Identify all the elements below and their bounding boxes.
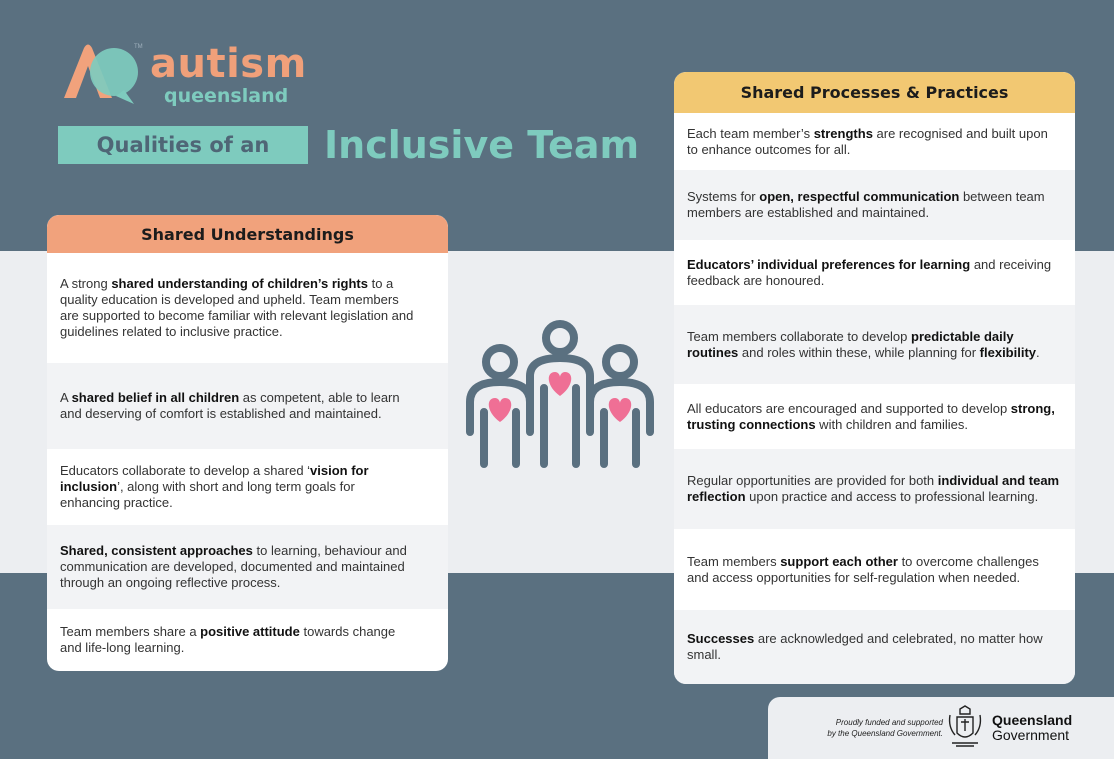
body-text: Educators collaborate to develop a share… xyxy=(60,463,311,478)
body-text: and receiving feedback are honoured. xyxy=(687,256,1052,288)
list-item-text: Systems for open, respectful communicati… xyxy=(687,189,1061,221)
list-item-text: A shared belief in all children as compe… xyxy=(60,390,418,422)
body-text: with children and families. xyxy=(815,416,969,432)
body-text: are recognised and built upon to enhance… xyxy=(687,125,1048,157)
list-item-text: Team members collaborate to develop pred… xyxy=(687,329,1061,361)
list-item-text: Regular opportunities are provided for b… xyxy=(687,473,1061,505)
list-item-text: Educators’ individual preferences for le… xyxy=(687,257,1061,289)
list-item-text: Successes are acknowledged and celebrate… xyxy=(687,631,1061,663)
body-text: are acknowledged and celebrated, no matt… xyxy=(687,631,1043,662)
list-item: Team members collaborate to develop pred… xyxy=(674,305,1075,384)
emphasis-text: flexibility xyxy=(979,344,1037,360)
emphasis-text: strong, trusting connections xyxy=(687,400,1055,432)
body-text: All educators are encouraged and support… xyxy=(687,400,1011,416)
list-item: A strong shared understanding of childre… xyxy=(47,253,448,363)
card-title: Shared Understandings xyxy=(47,215,448,253)
team-figures-icon xyxy=(466,320,654,468)
list-item: Successes are acknowledged and celebrate… xyxy=(674,610,1075,684)
list-item: Team members share a positive attitude t… xyxy=(47,609,448,671)
brand-government: Government xyxy=(992,727,1070,743)
emphasis-text: support each other xyxy=(780,553,898,569)
body-text: Team members collaborate to develop xyxy=(687,328,912,344)
body-text: Systems for xyxy=(687,189,760,204)
list-item-text: Shared, consistent approaches to learnin… xyxy=(60,543,418,591)
item-list: Each team member’s strengths are recogni… xyxy=(674,113,1075,684)
funding-statement: Proudly funded and supported by the Quee… xyxy=(827,718,943,738)
list-item: A shared belief in all children as compe… xyxy=(47,363,448,449)
funding-footer: Proudly funded and supported by the Quee… xyxy=(768,697,1114,759)
card-title: Shared Processes & Practices xyxy=(674,72,1075,113)
logo-word: autism xyxy=(150,41,307,87)
list-item-text: Team members share a positive attitude t… xyxy=(60,624,418,656)
body-text: and roles within these, while planning f… xyxy=(738,344,980,360)
body-text: to learning, behaviour and communication… xyxy=(60,543,407,590)
list-item: Regular opportunities are provided for b… xyxy=(674,449,1075,529)
trademark-mark: TM xyxy=(134,44,143,50)
brand-queensland: Queensland xyxy=(992,712,1073,728)
list-item: Team members support each other to overc… xyxy=(674,529,1075,610)
logo-subword: queensland xyxy=(164,85,289,107)
list-item-text: All educators are encouraged and support… xyxy=(687,401,1061,433)
headline-prefix: Qualities of an xyxy=(58,126,308,164)
emphasis-text: Shared, consistent approaches xyxy=(60,543,253,558)
body-text: A xyxy=(60,390,72,405)
list-item-text: Team members support each other to overc… xyxy=(687,554,1061,586)
list-item: Educators collaborate to develop a share… xyxy=(47,449,448,525)
list-item: All educators are encouraged and support… xyxy=(674,384,1075,449)
list-item: Educators’ individual preferences for le… xyxy=(674,240,1075,305)
emphasis-text: open, respectful communication xyxy=(759,189,960,204)
body-text: between team members are established and… xyxy=(687,189,1045,220)
body-text: to overcome challenges and access opport… xyxy=(687,553,1039,585)
body-text: Regular opportunities are provided for b… xyxy=(687,473,938,488)
list-item-text: Educators collaborate to develop a share… xyxy=(60,463,418,511)
shared-processes-card: Shared Processes & Practices Each team m… xyxy=(674,72,1075,684)
list-item-text: A strong shared understanding of childre… xyxy=(60,276,418,340)
body-text: Team members share a xyxy=(60,624,201,639)
emphasis-text: positive attitude xyxy=(200,624,300,639)
body-text: Team members xyxy=(687,553,781,569)
body-text: towards change and life-long learning. xyxy=(60,624,396,655)
emphasis-text: shared belief in all children xyxy=(71,390,240,405)
autism-queensland-logo: TM autism queensland xyxy=(58,42,318,108)
list-item: Shared, consistent approaches to learnin… xyxy=(47,525,448,609)
emphasis-text: strengths xyxy=(813,125,873,141)
list-item-text: Each team member’s strengths are recogni… xyxy=(687,126,1061,158)
emphasis-text: individual and team reflection xyxy=(687,473,1060,504)
queensland-crest-icon xyxy=(948,705,982,747)
page-title: Inclusive Team xyxy=(324,123,640,167)
emphasis-text: predictable daily routines xyxy=(687,328,1014,360)
emphasis-text: Educators’ individual preferences for le… xyxy=(687,256,971,272)
body-text: upon practice and access to professional… xyxy=(745,489,1039,504)
body-text: A strong xyxy=(60,276,112,291)
list-item: Each team member’s strengths are recogni… xyxy=(674,113,1075,170)
body-text: . xyxy=(1036,344,1040,360)
emphasis-text: shared understanding of children’s right… xyxy=(111,276,368,291)
logo-mark-icon xyxy=(64,44,138,104)
body-text: to a quality education is developed and … xyxy=(60,276,414,339)
item-list: A strong shared understanding of childre… xyxy=(47,253,448,671)
body-text: Each team member’s xyxy=(687,125,814,141)
emphasis-text: Successes xyxy=(687,631,755,646)
body-text: as competent, able to learn and deservin… xyxy=(60,390,400,421)
shared-understandings-card: Shared Understandings A strong shared un… xyxy=(47,215,448,671)
emphasis-text: vision for inclusion xyxy=(60,463,369,494)
list-item: Systems for open, respectful communicati… xyxy=(674,170,1075,240)
body-text: ’, along with short and long term goals … xyxy=(60,479,355,510)
